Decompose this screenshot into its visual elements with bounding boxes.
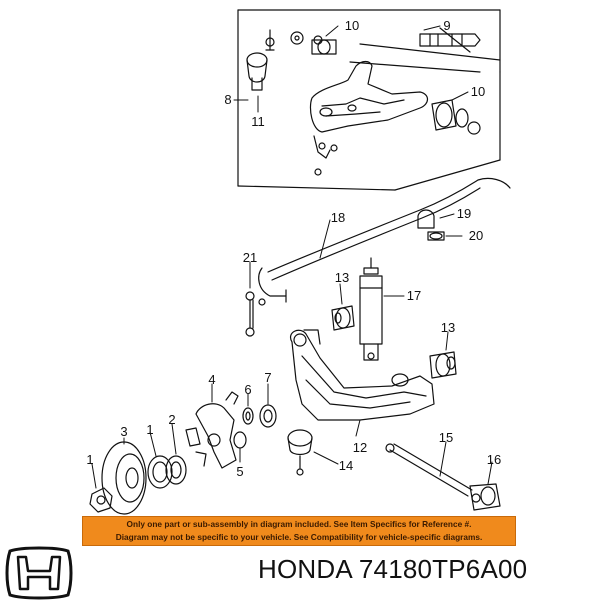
upper-ball-joint bbox=[246, 29, 275, 91]
callout-2: 2 bbox=[168, 412, 175, 427]
lower-arm-bushing-left bbox=[331, 305, 355, 331]
upper-arm-inset-frame bbox=[237, 9, 501, 191]
callout-leaders bbox=[91, 25, 493, 489]
diagram-disclaimer-banner: Only one part or sub-assembly in diagram… bbox=[82, 516, 516, 546]
upper-bushing-right bbox=[431, 99, 481, 135]
callout-7: 7 bbox=[264, 370, 271, 385]
callout-16: 16 bbox=[487, 452, 501, 467]
callout-8: 8 bbox=[224, 92, 231, 107]
callout-10-upper: 10 bbox=[345, 18, 359, 33]
callout-6: 6 bbox=[244, 382, 251, 397]
callout-1-hub: 1 bbox=[146, 422, 153, 437]
lower-ball-joint bbox=[287, 429, 313, 476]
stabilizer-bar bbox=[258, 177, 511, 303]
callout-11: 11 bbox=[251, 114, 265, 129]
lower-arm-bushing-right bbox=[429, 351, 457, 379]
part-number-caption: HONDA 74180TP6A00 bbox=[258, 554, 528, 584]
callout-21: 21 bbox=[243, 250, 257, 265]
callout-20: 20 bbox=[469, 228, 483, 243]
upper-control-arm bbox=[309, 60, 429, 176]
steering-knuckle bbox=[185, 391, 239, 469]
callout-1-nut: 1 bbox=[86, 452, 93, 467]
callout-5: 5 bbox=[236, 464, 243, 479]
stabilizer-bushing bbox=[417, 209, 445, 241]
callout-10-lower: 10 bbox=[471, 84, 485, 99]
honda-h-logo-icon bbox=[5, 546, 73, 600]
strut-rod-bushing bbox=[469, 483, 501, 511]
callout-15: 15 bbox=[439, 430, 453, 445]
callout-numbers: 10 9 10 8 11 18 19 20 21 13 17 13 12 14 … bbox=[86, 18, 501, 479]
hub-nut bbox=[89, 487, 113, 513]
callout-19: 19 bbox=[457, 206, 471, 221]
disclaimer-line-1: Only one part or sub-assembly in diagram… bbox=[126, 519, 472, 529]
callout-4: 4 bbox=[208, 372, 215, 387]
callout-14: 14 bbox=[339, 458, 353, 473]
seal-ring bbox=[259, 404, 277, 428]
brake-rotor bbox=[101, 441, 147, 515]
cam-bolt-assembly bbox=[349, 27, 501, 73]
dust-seal bbox=[233, 431, 247, 449]
shock-absorber bbox=[359, 257, 383, 361]
hub-bearing bbox=[147, 455, 187, 489]
callout-13-left: 13 bbox=[335, 270, 349, 285]
callout-18: 18 bbox=[331, 210, 345, 225]
wheel-bearing bbox=[242, 407, 254, 425]
lower-control-arm bbox=[290, 329, 435, 421]
callout-17: 17 bbox=[407, 288, 421, 303]
upper-bushing-left bbox=[290, 31, 337, 55]
callout-3: 3 bbox=[120, 424, 127, 439]
disclaimer-line-2: Diagram may not be specific to your vehi… bbox=[115, 532, 483, 542]
strut-rod bbox=[385, 443, 473, 497]
stabilizer-link bbox=[245, 291, 266, 337]
callout-12: 12 bbox=[353, 440, 367, 455]
callout-13-right: 13 bbox=[441, 320, 455, 335]
callout-9: 9 bbox=[443, 18, 450, 33]
